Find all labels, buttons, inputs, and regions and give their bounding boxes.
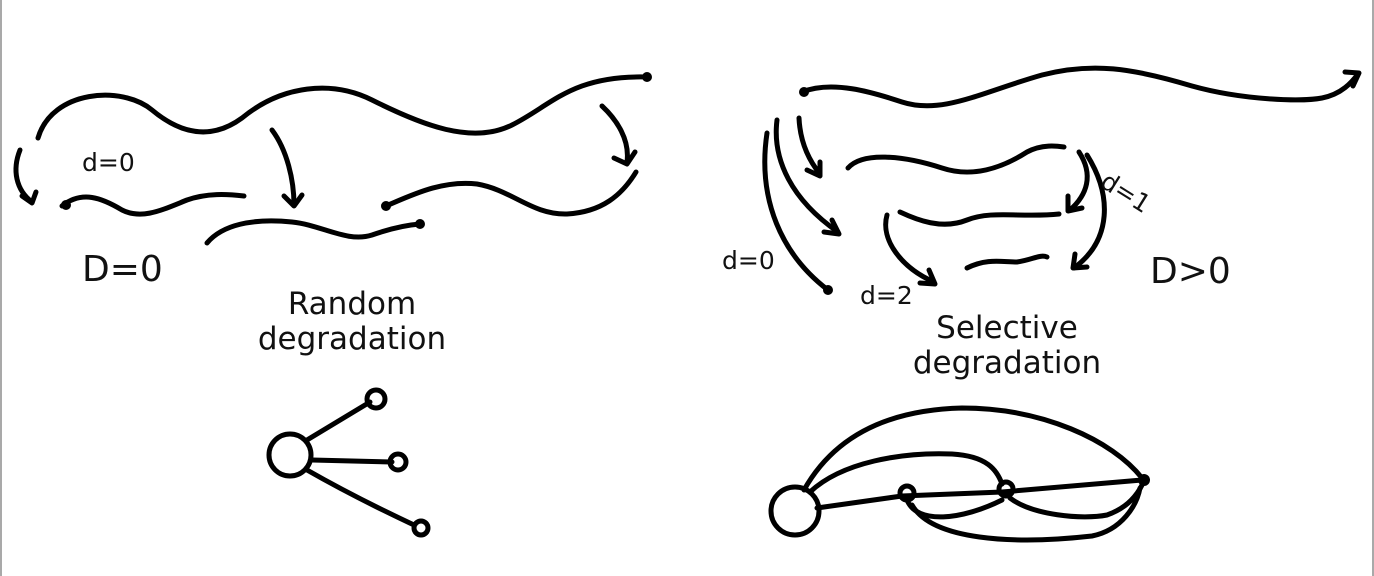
right-arrowhead-6: [1070, 251, 1090, 271]
left-band-end-dot: [642, 72, 652, 82]
right-arrow-2: [773, 117, 841, 235]
left-caption-line-1: Random: [287, 286, 417, 322]
right-graph-arc-outer: [801, 405, 1145, 493]
right-caption-line-2: degradation: [912, 345, 1102, 381]
right-wavy-band-2: [897, 209, 1062, 227]
left-graph-node-3: [411, 518, 431, 538]
right-graph-source-node: [768, 484, 822, 538]
right-graph-arc-lower-2: [1007, 482, 1145, 520]
right-graph-arc-lower-3: [909, 485, 1143, 543]
left-caption: Random degradation: [257, 287, 447, 357]
left-d-label: d=0: [82, 148, 135, 177]
right-arrow-4: [883, 212, 937, 285]
right-arrowhead-4: [917, 267, 938, 287]
left-wavy-band-bottom-1: [59, 192, 247, 217]
right-wavy-band-1: [845, 143, 1067, 175]
right-arrow-1: [796, 115, 823, 177]
left-graph-node-1: [364, 387, 388, 411]
left-arrowhead-down-left: [19, 189, 39, 206]
right-caption: Selective degradation: [902, 311, 1112, 381]
right-graph-arc-middle: [807, 451, 1005, 495]
left-arrow-right: [599, 103, 630, 165]
left-band-dot: [61, 200, 71, 210]
left-wavy-band-bottom-2: [204, 218, 423, 246]
left-band-dot-2: [415, 219, 425, 229]
left-wavy-band-bottom-3: [383, 169, 639, 217]
right-band-dot-start: [799, 87, 809, 97]
right-wavy-band-top: [799, 65, 1361, 109]
right-arrow-6: [1071, 152, 1107, 271]
left-graph-edge-3: [304, 467, 417, 528]
left-arrowhead-middle: [281, 192, 305, 209]
left-arrow-middle: [269, 127, 297, 208]
right-big-d-label: D>0: [1150, 251, 1231, 292]
left-arrow-down-left: [13, 147, 35, 205]
right-d2-label: d=2: [860, 281, 913, 310]
left-big-d-label: D=0: [82, 249, 163, 290]
right-arrowhead-1: [804, 159, 823, 179]
right-d0-label: d=0: [722, 246, 775, 275]
right-arrow-3-dot: [823, 285, 833, 295]
selective-degradation-sketch: [762, 65, 1362, 543]
left-graph-edge-2: [309, 457, 395, 465]
right-arrow-3: [762, 130, 831, 293]
right-caption-line-1: Selective: [936, 310, 1078, 346]
left-graph-edge-1: [304, 399, 373, 443]
right-arrowhead-top-end: [1342, 69, 1362, 89]
right-wavy-band-3: [964, 253, 1050, 271]
right-graph-node-b: [996, 479, 1016, 499]
left-caption-line-2: degradation: [257, 321, 447, 357]
left-wavy-band-top: [35, 74, 650, 141]
right-arrowhead-5: [1065, 193, 1085, 214]
right-graph-main-edge: [814, 477, 1145, 511]
left-arrowhead-right: [611, 149, 638, 167]
left-graph-hub-node: [266, 431, 314, 479]
right-arrowhead-2: [821, 217, 842, 237]
left-graph-node-2: [387, 451, 409, 473]
right-arrow-5: [1067, 149, 1090, 213]
left-band-dot-3: [381, 201, 391, 211]
random-degradation-sketch: [13, 72, 652, 538]
